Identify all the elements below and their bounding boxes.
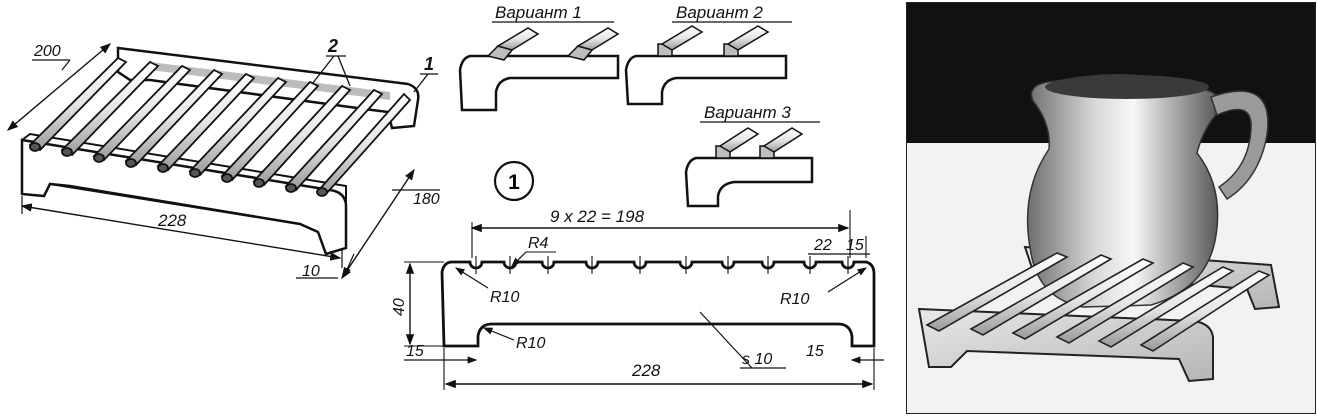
jug xyxy=(1026,73,1269,308)
variant-3: Вариант 3 xyxy=(684,103,820,208)
callout-1: 1 xyxy=(424,54,434,74)
front-side-board xyxy=(20,138,348,256)
figure-number: 1 xyxy=(508,171,520,194)
variant-1-label: Вариант 1 xyxy=(495,3,582,22)
dim-r10-right: R10 xyxy=(780,291,809,308)
dim-200: 200 xyxy=(33,43,61,60)
dim-r10-left: R10 xyxy=(490,289,519,306)
dim-pitch: 9 x 22 = 198 xyxy=(550,207,645,226)
callout-2: 2 xyxy=(327,36,338,56)
dim-15-left: 15 xyxy=(406,343,424,360)
figure-number-badge: 1 xyxy=(493,160,535,202)
side-view: 9 x 22 = 198 R4 22 15 R10 R10 R10 40 15 … xyxy=(391,207,884,390)
variant-3-label: Вариант 3 xyxy=(704,103,791,122)
dim-228-side: 228 xyxy=(631,361,661,380)
dim-228-iso: 228 xyxy=(157,211,187,230)
isometric-view: 200 228 180 10 2 1 xyxy=(6,36,440,280)
dim-10: 10 xyxy=(302,263,320,280)
dim-40: 40 xyxy=(391,298,408,316)
trivet-rods xyxy=(925,252,1271,352)
variant-2: Вариант 2 xyxy=(624,3,792,106)
dim-180: 180 xyxy=(413,191,440,208)
spacer-strips xyxy=(150,62,390,100)
dim-s10: s 10 xyxy=(742,351,772,368)
back-support xyxy=(116,46,420,130)
jug-on-trivet-photo xyxy=(906,2,1316,414)
variant-2-label: Вариант 2 xyxy=(676,3,763,22)
photo-illustration xyxy=(907,3,1315,413)
dim-15-right: 15 xyxy=(806,343,824,360)
dim-r10-bottom: R10 xyxy=(516,335,545,352)
dim-15-top: 15 xyxy=(846,237,864,254)
dim-22: 22 xyxy=(813,237,832,254)
side-board-outline xyxy=(440,260,876,348)
dim-r4: R4 xyxy=(528,235,549,252)
variant-1: Вариант 1 xyxy=(458,3,620,112)
